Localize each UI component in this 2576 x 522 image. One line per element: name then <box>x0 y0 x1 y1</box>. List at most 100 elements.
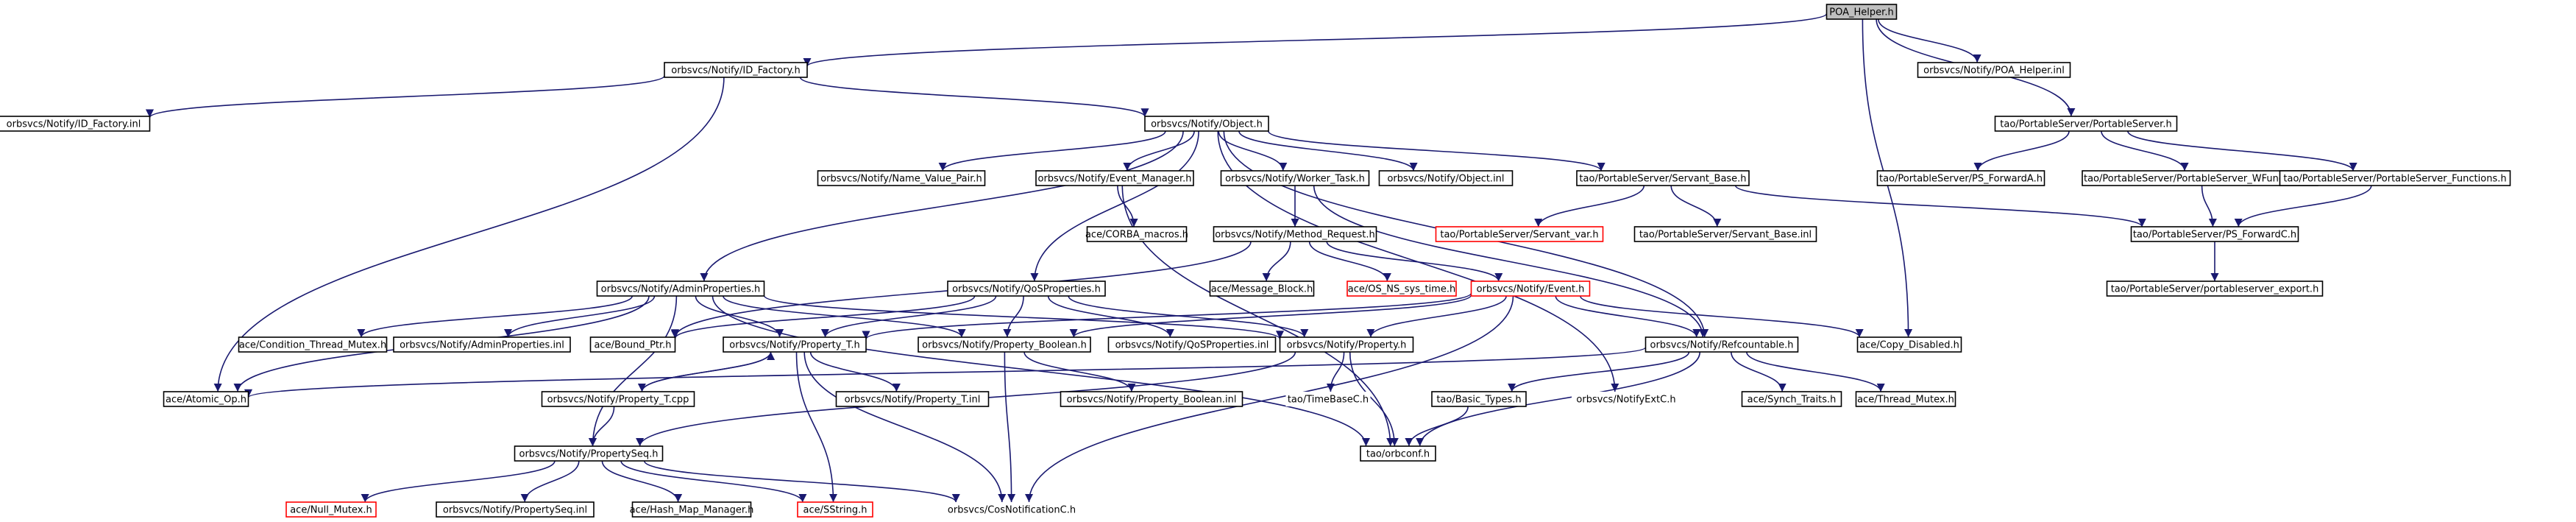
file-node-label: orbsvcs/Notify/Name_Value_Pair.h <box>820 174 982 185</box>
file-node-box <box>1107 336 1277 353</box>
file-node-label: orbsvcs/Notify/Method_Request.h <box>1215 230 1375 241</box>
file-node-label: tao/PortableServer/PortableServer.h <box>2000 119 2171 130</box>
dependency-edge <box>723 295 966 338</box>
file-node[interactable]: orbsvcs/Notify/ID_Factory.inl <box>0 116 151 132</box>
file-node-label: orbsvcs/Notify/Property_T.h <box>729 340 859 351</box>
dependency-edge <box>1218 130 1288 172</box>
dependency-edge <box>1326 351 1345 392</box>
file-node-label: tao/PortableServer/portableserver_export… <box>2111 284 2319 295</box>
file-node-label: ace/Synch_Traits.h <box>1748 395 1837 406</box>
file-node-box <box>1346 281 1457 297</box>
file-node-label: ace/Copy_Disabled.h <box>1859 340 1959 351</box>
file-node[interactable]: ace/Message_Block.h <box>1209 281 1315 297</box>
file-node[interactable]: tao/Basic_Types.h <box>1431 391 1527 407</box>
file-node[interactable]: orbsvcs/Notify/Object.inl <box>1378 170 1514 186</box>
file-node-label: ace/Hash_Map_Manager.h <box>630 505 754 516</box>
file-node[interactable]: orbsvcs/Notify/QoSProperties.h <box>947 281 1106 297</box>
file-node[interactable]: orbsvcs/Notify/PropertySeq.inl <box>436 501 595 518</box>
file-node[interactable]: ace/Bound_Ptr.h <box>589 336 676 353</box>
file-node-box <box>436 501 595 518</box>
file-node-box <box>1360 445 1436 462</box>
file-node[interactable]: orbsvcs/CosNotificationC.h <box>943 502 1081 517</box>
file-node[interactable]: orbsvcs/Notify/POA_Helper.inl <box>1917 62 2071 78</box>
file-node-box <box>835 391 990 407</box>
file-node[interactable]: orbsvcs/Notify/Property_Boolean.h <box>918 336 1091 353</box>
file-node[interactable]: ace/Thread_Mutex.h <box>1855 391 1956 407</box>
file-node[interactable]: orbsvcs/Notify/Event.h <box>1470 281 1591 297</box>
file-node[interactable]: orbsvcs/Notify/Property_Boolean.inl <box>1060 391 1243 407</box>
file-node[interactable]: tao/PortableServer/PortableServer.h <box>1994 116 2178 132</box>
file-node[interactable]: tao/PortableServer/PortableServer_WFunct… <box>2082 170 2318 186</box>
file-node-box <box>163 391 249 407</box>
file-node[interactable]: orbsvcs/Notify/AdminProperties.h <box>596 281 765 297</box>
dependency-edge <box>213 77 725 392</box>
file-node[interactable]: orbsvcs/Notify/Method_Request.h <box>1213 226 1377 242</box>
file-node[interactable]: orbsvcs/NotifyExtC.h <box>1572 392 1681 406</box>
file-node[interactable]: orbsvcs/Notify/ID_Factory.h <box>664 62 808 78</box>
dependency-edge <box>862 292 1472 340</box>
dependency-edge <box>643 460 960 503</box>
file-node[interactable]: POA_Helper.h <box>1825 4 1898 20</box>
dependency-edge <box>803 351 1007 503</box>
dependency-edge <box>820 295 997 338</box>
file-node[interactable]: orbsvcs/Notify/Property_T.h <box>723 336 867 353</box>
file-node[interactable]: tao/PortableServer/Servant_Base.h <box>1576 170 1750 186</box>
dependency-edge <box>2127 130 2357 172</box>
file-node[interactable]: orbsvcs/Notify/PropertySeq.h <box>514 445 664 462</box>
file-node[interactable]: ace/Hash_Map_Manager.h <box>630 501 754 518</box>
file-node[interactable]: orbsvcs/Notify/Event_Manager.h <box>1035 170 1194 186</box>
file-node-label: orbsvcs/Notify/Property.h <box>1287 340 1407 351</box>
file-node[interactable]: ace/Null_Mutex.h <box>285 501 377 518</box>
file-node[interactable]: ace/Condition_Thread_Mutex.h <box>238 336 388 353</box>
file-node-box <box>541 391 695 407</box>
dependency-edge <box>799 77 1149 118</box>
file-node[interactable]: orbsvcs/Notify/Worker_Task.h <box>1220 170 1370 186</box>
file-node-label: orbsvcs/Notify/Property_T.inl <box>845 395 981 406</box>
file-node[interactable]: tao/PortableServer/PortableServer_Functi… <box>2279 170 2511 186</box>
file-node[interactable]: ace/SString.h <box>797 501 873 518</box>
file-node[interactable]: orbsvcs/Notify/Refcountable.h <box>1644 336 1799 353</box>
dependency-edge <box>1030 130 1199 282</box>
dependency-edge <box>1068 295 1309 338</box>
dependency-edge <box>1349 351 1399 447</box>
file-node-label: orbsvcs/Notify/Refcountable.h <box>1650 340 1793 351</box>
file-node[interactable]: tao/PortableServer/portableserver_export… <box>2106 281 2324 297</box>
file-node-box <box>238 336 388 353</box>
dependency-edge <box>1262 241 1291 282</box>
dependency-edge <box>1731 351 1786 392</box>
file-node-box <box>1994 116 2178 132</box>
file-node[interactable]: ace/Atomic_Op.h <box>163 391 249 407</box>
file-node[interactable]: tao/PortableServer/Servant_Base.inl <box>1633 226 1817 242</box>
file-node[interactable]: tao/TimeBaseC.h <box>1285 392 1371 406</box>
file-node[interactable]: ace/Copy_Disabled.h <box>1856 336 1962 353</box>
file-node-box <box>1856 336 1962 353</box>
file-node-box <box>1470 281 1591 297</box>
file-node-label: tao/PortableServer/PS_ForwardC.h <box>2133 230 2296 241</box>
file-node-label: tao/PortableServer/PS_ForwardA.h <box>1879 174 2043 185</box>
file-node-box <box>1209 281 1315 297</box>
file-node[interactable]: orbsvcs/Notify/Name_Value_Pair.h <box>817 170 986 186</box>
dependency-edge <box>641 351 776 392</box>
file-node-box <box>1633 226 1817 242</box>
dependency-edge <box>357 295 633 338</box>
file-node[interactable]: ace/Synch_Traits.h <box>1741 391 1842 407</box>
file-node-box <box>2106 281 2324 297</box>
file-node[interactable]: orbsvcs/Notify/Property_T.inl <box>835 391 990 407</box>
file-node[interactable]: orbsvcs/Notify/Property_T.cpp <box>541 391 695 407</box>
file-node[interactable]: orbsvcs/Notify/QoSProperties.inl <box>1107 336 1277 353</box>
file-node[interactable]: tao/orbconf.h <box>1360 445 1436 462</box>
file-node[interactable]: orbsvcs/Notify/AdminProperties.inl <box>393 336 571 353</box>
file-node-box <box>285 501 377 518</box>
file-node[interactable]: ace/OS_NS_sys_time.h <box>1346 281 1457 297</box>
file-node[interactable]: ace/CORBA_macros.h <box>1085 226 1188 242</box>
file-node-label: orbsvcs/NotifyExtC.h <box>1576 395 1675 406</box>
file-node[interactable]: tao/PortableServer/PS_ForwardC.h <box>2130 226 2299 242</box>
dependency-edge <box>671 295 976 339</box>
dependency-edge <box>795 351 838 503</box>
file-node[interactable]: orbsvcs/Notify/Property.h <box>1279 336 1414 353</box>
file-node-box <box>1435 226 1604 242</box>
file-node[interactable]: tao/PortableServer/Servant_var.h <box>1435 226 1604 242</box>
dependency-edge <box>763 294 1284 340</box>
file-node[interactable]: tao/PortableServer/PS_ForwardA.h <box>1876 170 2045 186</box>
file-node[interactable]: orbsvcs/Notify/Object.h <box>1144 116 1269 132</box>
